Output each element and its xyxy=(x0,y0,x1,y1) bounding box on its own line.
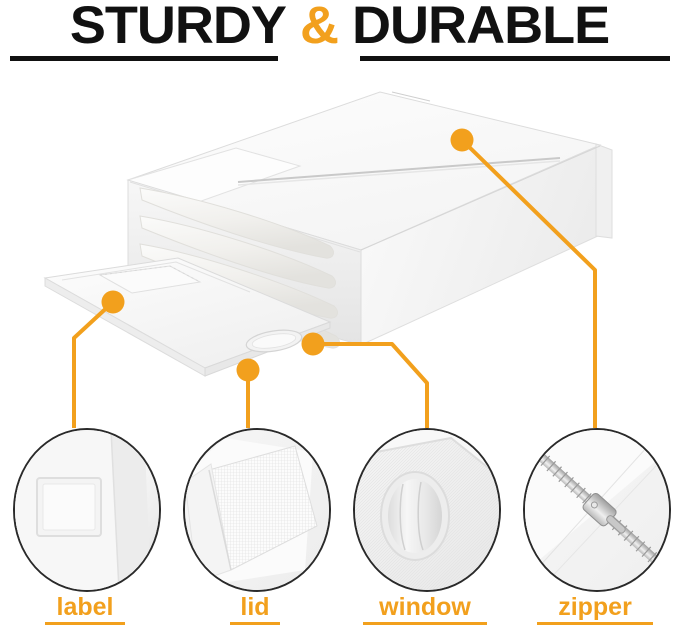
detail-callout-row: label lid xyxy=(0,425,679,631)
zipper-icon xyxy=(525,430,669,590)
detail-caption-rule-zipper xyxy=(537,622,653,625)
box-edge-cap xyxy=(595,143,613,239)
title-rule-right xyxy=(360,56,670,61)
label-holder-icon xyxy=(15,430,159,590)
lid-closeup-disc xyxy=(183,428,331,592)
header-banner: STURDY & DURABLE xyxy=(0,0,679,70)
detail-callout-window[interactable]: window xyxy=(345,425,505,631)
title-word-durable: DURABLE xyxy=(352,0,610,55)
mesh-lid-icon xyxy=(185,430,329,590)
detail-caption-window: window xyxy=(379,593,471,621)
zipper-closeup-disc xyxy=(523,428,671,592)
label-closeup-disc xyxy=(13,428,161,592)
detail-caption-zipper: zipper xyxy=(558,593,632,621)
drawer-seam xyxy=(61,261,251,293)
page-title: STURDY & DURABLE xyxy=(0,0,679,54)
detail-callout-zipper[interactable]: zipper xyxy=(515,425,675,631)
oval-window-icon xyxy=(355,430,499,590)
title-ampersand: & xyxy=(299,0,339,55)
detail-callout-lid[interactable]: lid xyxy=(175,425,335,631)
detail-caption-lid: lid xyxy=(240,593,270,621)
detail-caption-rule-label xyxy=(45,622,125,625)
window-closeup-disc xyxy=(353,428,501,592)
oval-window[interactable] xyxy=(245,327,303,356)
detail-caption-label: label xyxy=(56,593,114,621)
label-holder xyxy=(98,265,202,294)
product-photo xyxy=(0,70,679,425)
detail-caption-rule-window xyxy=(363,622,487,625)
title-rule-left xyxy=(10,56,278,61)
detail-callout-label[interactable]: label xyxy=(5,425,165,631)
detail-caption-rule-lid xyxy=(230,622,280,625)
title-word-sturdy: STURDY xyxy=(69,0,287,55)
